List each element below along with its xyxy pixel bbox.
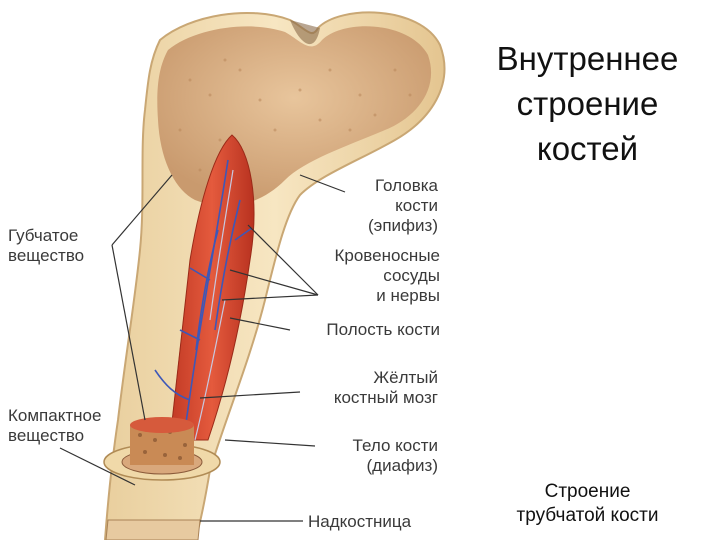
label-spongy: Губчатое вещество <box>8 226 85 265</box>
slide-title: Внутреннее строение костей <box>496 40 679 167</box>
bone-illustration <box>59 11 446 540</box>
figure-caption: Строение трубчатой кости <box>516 481 659 526</box>
blood-vessels <box>154 159 253 431</box>
label-compact: Компактное вещество <box>8 406 102 445</box>
leader-lines <box>59 174 346 522</box>
periosteum <box>105 519 201 540</box>
label-periosteum: Надкостница <box>308 512 412 531</box>
label-marrow: Жёлтый костный мозг <box>333 368 438 407</box>
label-diaphysis: Тело кости (диафиз) <box>352 436 438 475</box>
bone-diagram: Головка кости (эпифиз) Губчатое вещество… <box>8 11 446 540</box>
nerves <box>194 169 234 441</box>
text-panel: Внутреннее строение костей Строение труб… <box>455 0 720 540</box>
label-cavity: Полость кости <box>326 320 440 339</box>
label-vessels: Кровеносные сосуды и нервы <box>334 246 440 305</box>
label-head: Головка кости (эпифиз) <box>368 176 438 235</box>
